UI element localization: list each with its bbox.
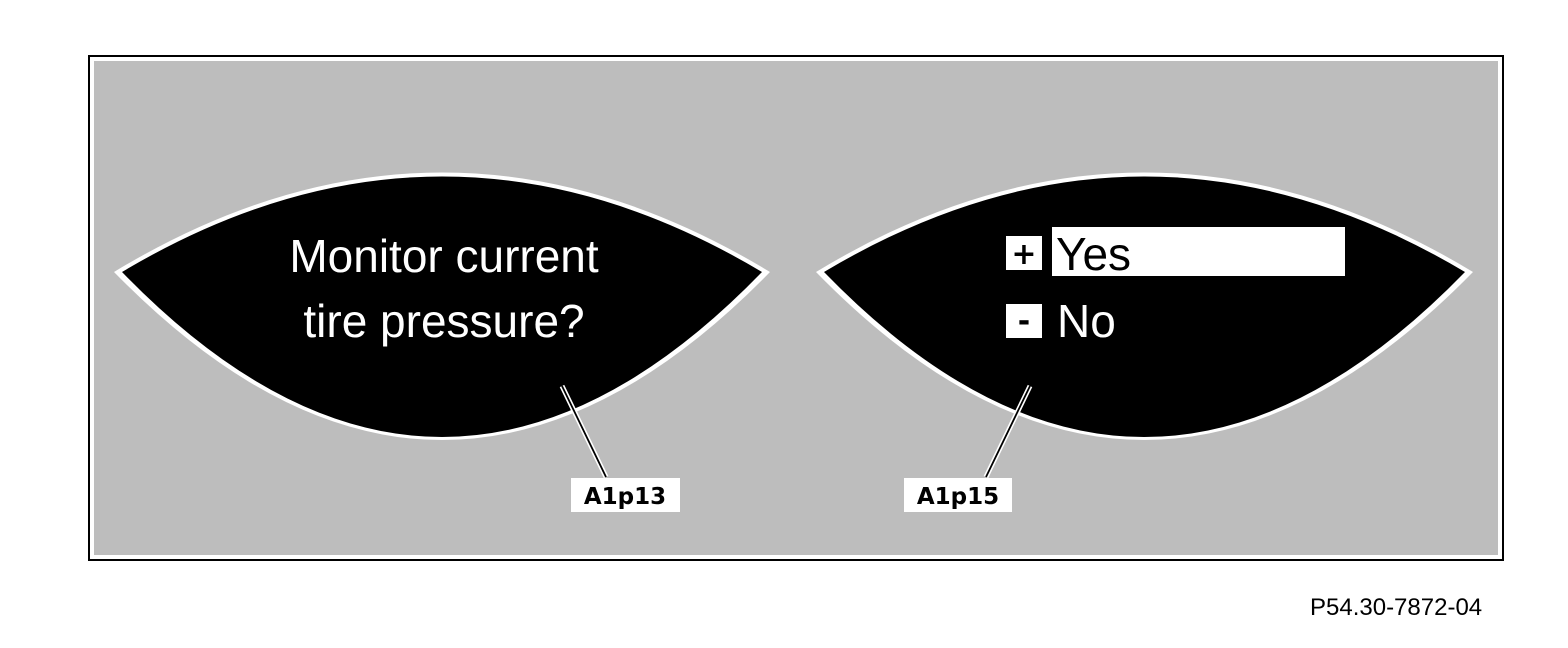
right-callout-box xyxy=(904,478,1012,512)
left-callout-leader xyxy=(559,384,609,479)
left-display: Monitor current tire pressure? xyxy=(114,172,770,440)
option-yes-label: Yes xyxy=(1056,228,1131,280)
option-yes-highlight xyxy=(1052,227,1345,276)
left-callout-box xyxy=(571,478,680,512)
left-display-message-line1: Monitor current xyxy=(289,230,599,282)
right-display: + Yes - No xyxy=(816,172,1473,440)
left-callout: A1p13 xyxy=(571,478,680,512)
option-no-label: No xyxy=(1057,295,1116,347)
option-yes[interactable]: + Yes xyxy=(1006,227,1345,280)
right-callout-label: A1p15 xyxy=(917,484,999,510)
right-callout: A1p15 xyxy=(904,478,1012,512)
left-display-screen xyxy=(122,176,762,437)
option-no[interactable]: - No xyxy=(1006,295,1116,347)
minus-key-icon: - xyxy=(1018,304,1030,339)
left-callout-label: A1p13 xyxy=(584,484,666,510)
right-callout-leader xyxy=(983,384,1033,479)
figure-code: P54.30-7872-04 xyxy=(1310,594,1483,621)
minus-key-box xyxy=(1006,304,1042,338)
left-display-message-line2: tire pressure? xyxy=(303,295,584,347)
right-display-screen xyxy=(824,176,1465,437)
plus-key-icon: + xyxy=(1011,237,1036,272)
plus-key-box xyxy=(1006,236,1042,270)
